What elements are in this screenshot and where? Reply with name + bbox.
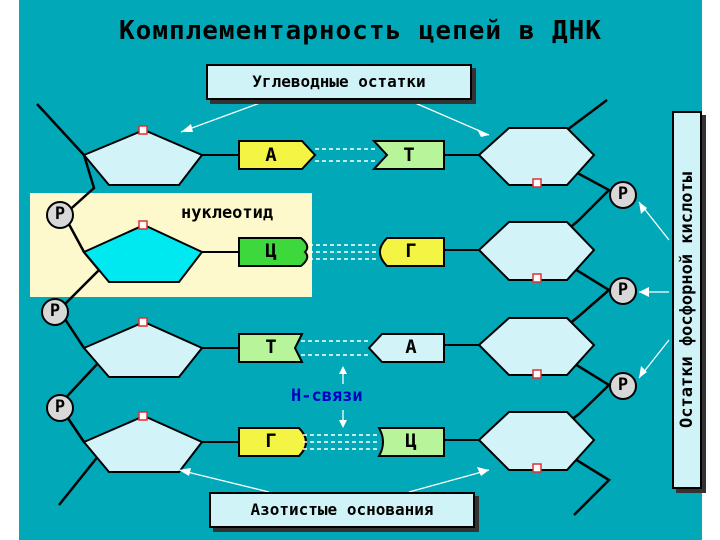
phosphate-residues-label-box: Остатки фосфорной кислоты [672,111,702,489]
left-sugars [82,128,204,473]
base-left-3 [238,427,307,457]
phosphate-left-0 [46,201,74,229]
base-right-1-label: Г [405,240,417,262]
phosphate-right-2 [609,372,637,400]
base-right-3 [377,427,445,457]
phosphate-left-2 [46,394,74,422]
right-sugars [477,127,596,471]
base-right-2 [367,333,445,363]
hydrogen-bonds-label: Н-связи [291,386,363,406]
connectors [202,154,479,443]
base-right-3-label: Ц [405,430,417,452]
base-left-2-label: Т [265,336,277,358]
nucleotide-label: нуклеотид [181,203,274,223]
base-right-2-label: А [405,336,417,358]
phosphate-right-1 [609,277,637,305]
phosphate-left-2-symbol: P [54,397,66,417]
phosphate-right-2-symbol: P [617,375,629,395]
base-left-2 [238,333,304,363]
base-left-1-label: Ц [265,240,277,262]
base-left-3-label: Г [265,430,277,452]
phosphate-left-1 [41,298,69,326]
diagram-title: Комплементарность цепей в ДНК [119,16,602,46]
base-right-1 [379,237,445,267]
dna-diagram [36,95,670,516]
base-left-0-label: А [265,144,277,166]
base-left-1 [238,237,309,267]
base-right-0 [371,140,445,170]
base-left-0 [238,140,317,170]
bases [238,140,445,457]
sugar-markers [138,125,542,473]
diagram-frame: Комплементарность цепей в ДНК [19,0,702,540]
hydrogen-bonds [301,148,379,450]
phosphate-right-1-symbol: P [617,280,629,300]
phosphate-right-0-symbol: P [617,184,629,204]
phosphate-groups [41,181,637,422]
phosphate-left-1-symbol: P [49,301,61,321]
phosphate-left-0-symbol: P [54,204,66,224]
arrowheads [179,124,649,476]
nitrogenous-bases-label: Азотистые основания [209,492,475,528]
base-right-0-label: Т [403,144,415,166]
sugar-residues-label: Углеводные остатки [206,64,472,100]
phosphate-residues-label: Остатки фосфорной кислоты [677,172,697,428]
phosphate-right-0 [609,181,637,209]
